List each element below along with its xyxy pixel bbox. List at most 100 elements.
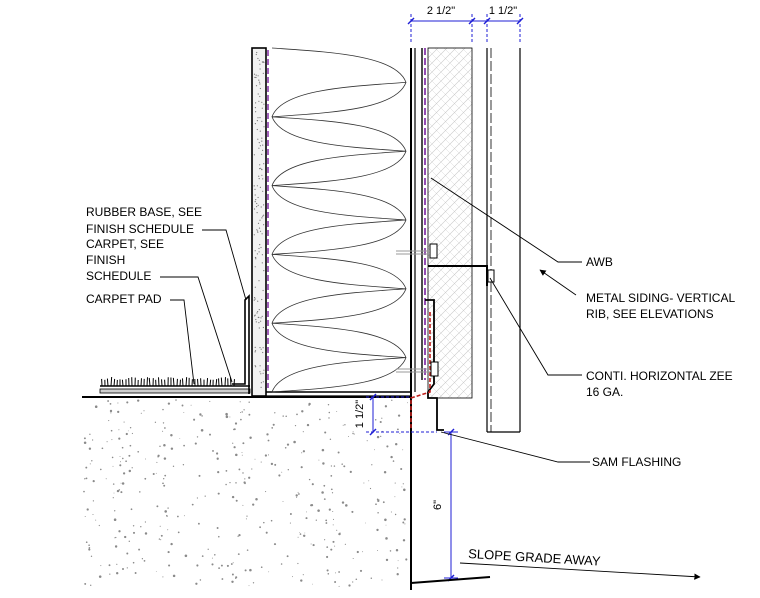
speck — [348, 436, 349, 437]
speck — [259, 347, 261, 349]
speck — [305, 517, 308, 520]
speck — [141, 558, 144, 560]
fiber — [220, 377, 223, 387]
speck — [98, 524, 100, 527]
speck — [402, 521, 405, 524]
speck — [123, 421, 125, 423]
speck — [84, 582, 87, 585]
speck — [302, 574, 304, 576]
speck — [225, 412, 228, 416]
speck — [200, 429, 204, 432]
speck — [258, 322, 260, 324]
speck — [237, 553, 240, 556]
speck — [259, 145, 261, 147]
speck — [132, 531, 136, 534]
speck — [198, 474, 201, 477]
speck — [261, 137, 263, 139]
speck — [255, 102, 257, 104]
speck — [326, 555, 329, 559]
rubber-base — [232, 294, 250, 394]
speck — [122, 457, 124, 460]
speck — [300, 579, 303, 582]
speck — [344, 424, 346, 426]
speck — [88, 548, 91, 551]
speck — [261, 233, 263, 235]
speck — [375, 503, 377, 506]
speck — [258, 309, 260, 311]
speck — [255, 199, 257, 201]
speck — [259, 68, 261, 70]
speck — [371, 464, 373, 466]
speck — [183, 411, 185, 413]
speck — [302, 431, 304, 433]
speck — [127, 430, 129, 432]
dim-grade-height: 6" — [432, 500, 444, 510]
speck — [232, 562, 234, 564]
speck — [385, 558, 389, 562]
speck — [144, 521, 147, 523]
speck — [118, 530, 121, 533]
speck — [209, 400, 211, 402]
speck — [379, 420, 382, 424]
speck — [159, 525, 161, 527]
speck — [144, 477, 147, 480]
speck — [252, 582, 255, 584]
speck — [366, 440, 368, 442]
speck — [352, 581, 354, 583]
speck — [327, 573, 330, 575]
speck — [257, 75, 259, 77]
speck — [172, 574, 176, 578]
speck — [170, 434, 173, 437]
speck — [332, 540, 335, 543]
speck — [152, 472, 155, 476]
speck — [114, 510, 116, 512]
speck — [258, 59, 260, 61]
callout-carpet-pad: CARPET PAD — [86, 292, 162, 306]
speck — [341, 463, 343, 465]
speck — [257, 316, 259, 318]
speck — [273, 543, 277, 546]
speck — [262, 149, 264, 151]
fiber — [157, 377, 160, 387]
speck — [363, 482, 365, 484]
speck — [196, 497, 198, 499]
speck — [248, 413, 251, 416]
speck — [128, 469, 132, 473]
speck — [239, 411, 242, 414]
speck — [156, 461, 158, 463]
speck — [235, 577, 237, 579]
speck — [258, 175, 260, 177]
speck — [344, 543, 347, 545]
speck — [258, 280, 260, 282]
speck — [204, 495, 206, 497]
speck — [338, 571, 340, 573]
speck — [199, 413, 202, 416]
speck — [301, 410, 304, 413]
speck — [268, 571, 270, 573]
speck — [121, 482, 125, 485]
speck — [317, 509, 320, 512]
speck — [256, 120, 258, 122]
speck — [167, 507, 169, 509]
speck — [355, 578, 358, 581]
speck — [397, 567, 399, 569]
speck — [92, 513, 94, 516]
speck — [124, 535, 127, 539]
speck — [122, 568, 124, 570]
speck — [302, 450, 306, 453]
speck — [263, 163, 265, 165]
speck — [229, 416, 231, 418]
speck — [248, 401, 250, 403]
speck — [163, 484, 166, 487]
speck — [84, 516, 86, 517]
speck — [263, 103, 265, 105]
speck — [374, 418, 377, 421]
speck — [239, 401, 241, 403]
speck — [402, 539, 406, 542]
speck — [384, 518, 387, 522]
speck — [132, 561, 135, 564]
callout-sam-flashing: SAM FLASHING — [592, 455, 681, 469]
speck — [166, 515, 168, 518]
speck — [331, 492, 334, 494]
speck — [109, 403, 112, 405]
